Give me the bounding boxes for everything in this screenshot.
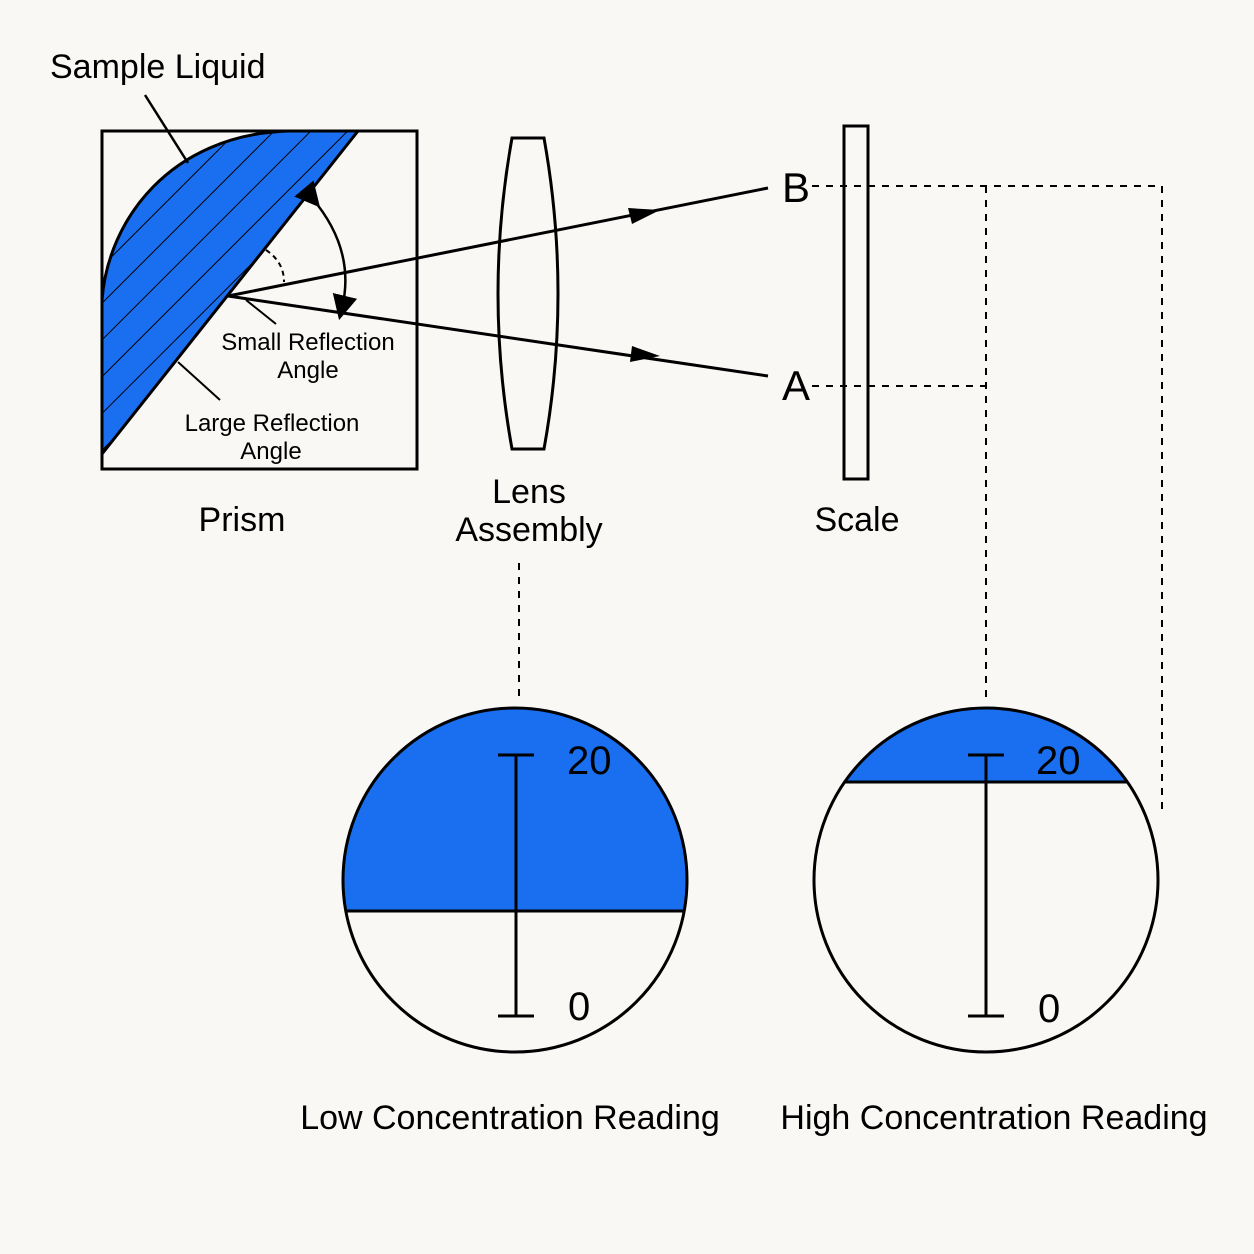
large-reflection-angle-label-1: Large Reflection <box>185 410 360 437</box>
angle-arc-double-arrow <box>294 180 358 321</box>
low-reading-caption: Low Concentration Reading <box>300 1099 720 1137</box>
dashed-connectors <box>518 185 1163 812</box>
large-angle-leader <box>177 361 221 401</box>
prism <box>100 129 419 471</box>
low-concentration-view: 20 0 <box>341 706 689 1054</box>
sample-liquid-leader <box>143 94 190 164</box>
point-b-label: B <box>782 164 810 211</box>
small-angle-leader <box>245 299 277 325</box>
low-view-circle <box>341 706 689 1054</box>
large-reflection-angle-label-2: Angle <box>240 438 301 465</box>
angle-arc-dashed <box>265 249 285 283</box>
high-tick-0: 0 <box>1038 987 1060 1031</box>
scale-label: Scale <box>814 501 899 539</box>
sample-liquid-label: Sample Liquid <box>50 48 265 86</box>
prism-label: Prism <box>199 501 286 539</box>
small-reflection-angle-label-1: Small Reflection <box>221 329 394 356</box>
lens-assembly-label-1: Lens <box>492 473 566 511</box>
high-tick-20: 20 <box>1036 739 1081 783</box>
scale-bar <box>842 124 870 481</box>
low-tick-20: 20 <box>567 739 612 783</box>
high-reading-caption: High Concentration Reading <box>780 1099 1207 1137</box>
high-view-circle <box>812 706 1160 1054</box>
lens-assembly-label-2: Assembly <box>455 511 602 549</box>
ray-b-arrowhead <box>628 208 660 224</box>
high-concentration-view: 20 0 <box>812 706 1160 1054</box>
lens <box>496 136 560 451</box>
low-tick-0: 0 <box>568 985 590 1029</box>
ray-a-arrowhead <box>630 346 660 362</box>
point-a-label: A <box>782 362 810 409</box>
small-reflection-angle-label-2: Angle <box>277 357 338 384</box>
sample-liquid-region <box>100 129 362 459</box>
connector-b <box>812 185 1163 812</box>
